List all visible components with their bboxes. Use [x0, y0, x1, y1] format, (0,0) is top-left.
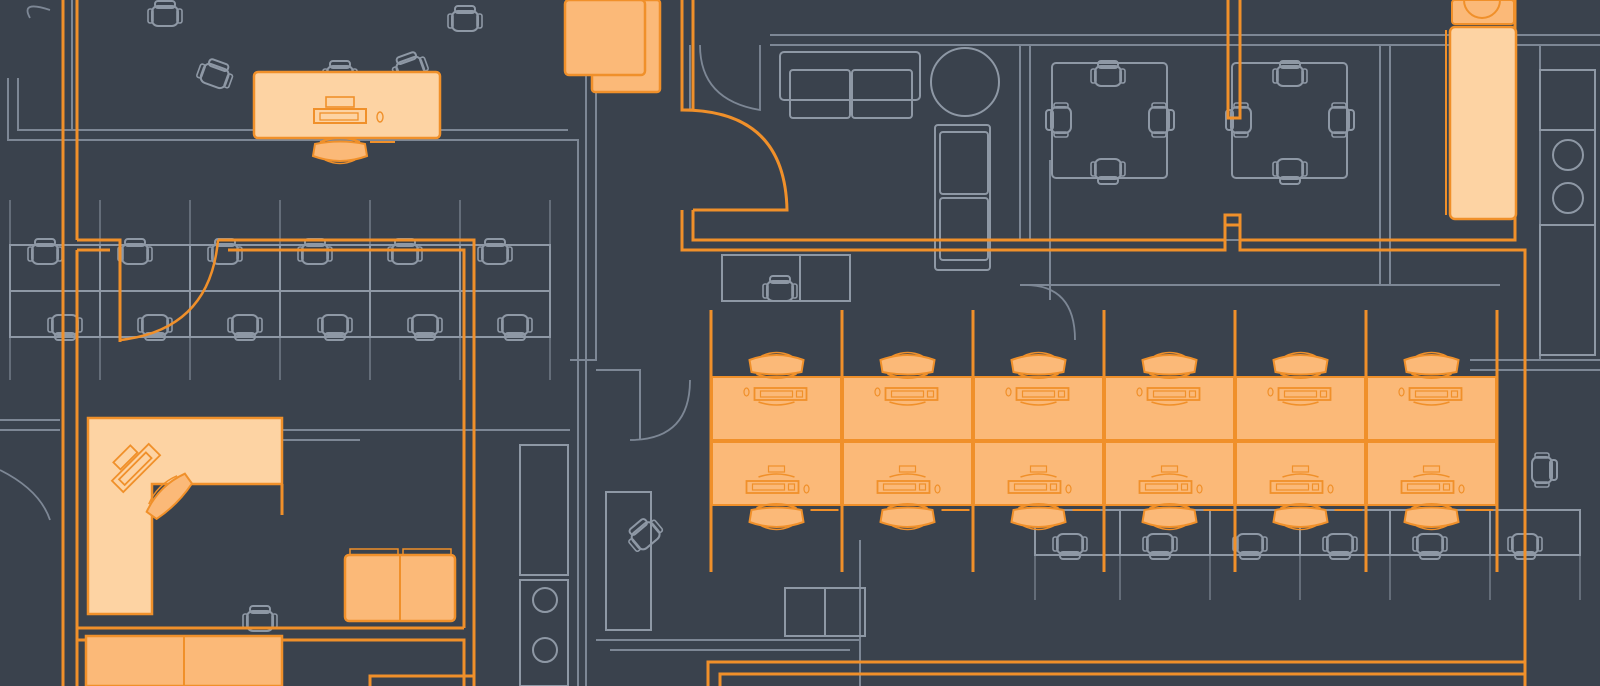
office-chair-icon [1272, 503, 1329, 531]
tall-cabinet [1445, 0, 1518, 221]
office-chair-icon [748, 503, 805, 531]
workstation-desk [1104, 441, 1235, 531]
office-chair-icon [1010, 503, 1067, 531]
meeting-chairs [1045, 60, 1355, 185]
workstation-desk [711, 441, 842, 531]
workstation-desk [973, 351, 1104, 441]
computer-icon [313, 96, 384, 124]
workstation-desk [842, 351, 973, 441]
office-chair-icon [1403, 351, 1460, 379]
office-chair-icon [879, 503, 936, 531]
office-chair-icon [1403, 503, 1460, 531]
background-doors [0, 5, 1076, 521]
sofa-icon [84, 634, 284, 686]
desk-cluster [709, 310, 1499, 572]
l-desk-icon [86, 416, 284, 616]
upper-cubicle-grid [9, 200, 551, 380]
sofa-icon [779, 47, 1000, 271]
storage-cabinet [563, 0, 662, 94]
office-chair-icon [1141, 503, 1198, 531]
workstation-desk [1366, 351, 1497, 441]
highlight-walls [61, 0, 1527, 686]
desk-icon [252, 70, 442, 165]
office-chair-icon [879, 351, 936, 379]
muted-desks [519, 69, 1596, 686]
workstation-desk [711, 351, 842, 441]
workstation-desk [842, 441, 973, 531]
workstation-desk [1366, 441, 1497, 531]
workstation-desk [1235, 441, 1366, 531]
office-chair-icon [1272, 351, 1329, 379]
office-chair-icon [748, 351, 805, 379]
office-chair-icon [1141, 351, 1198, 379]
workstation-desk [973, 441, 1104, 531]
armchair-pair-icon [343, 548, 457, 623]
office-chair-icon [1010, 351, 1067, 379]
workstation-desk [1235, 351, 1366, 441]
workstation-desk [1104, 351, 1235, 441]
